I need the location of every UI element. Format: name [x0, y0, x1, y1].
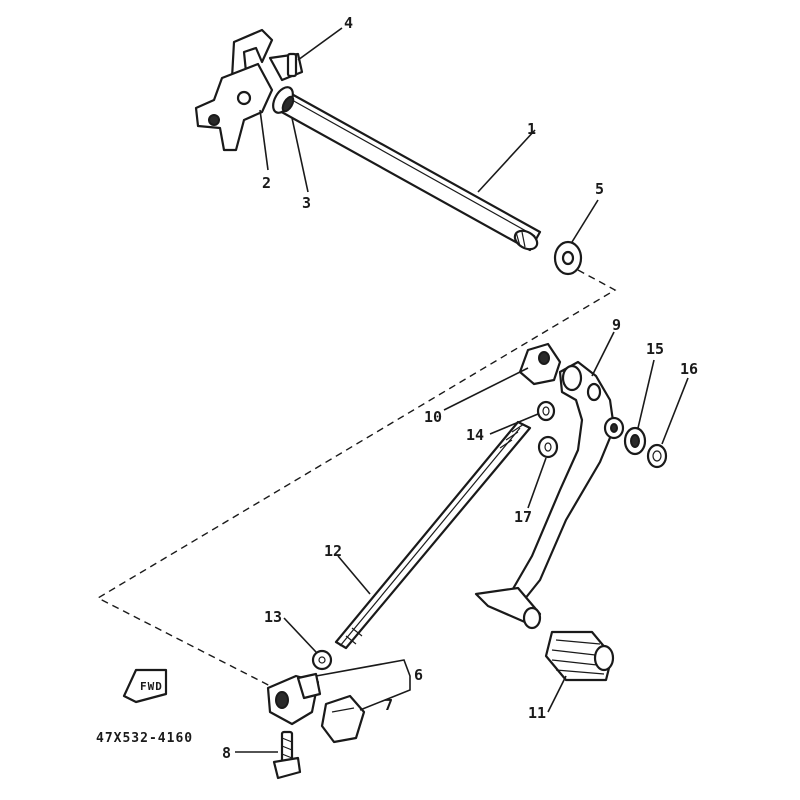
callout-2: 2	[262, 174, 271, 192]
shift-shaft[interactable]	[276, 90, 542, 253]
callout-16: 16	[680, 360, 698, 378]
callout-6: 6	[414, 666, 423, 684]
callout-11: 11	[528, 704, 546, 722]
callout-12: 12	[324, 542, 342, 560]
rod-joint-lower[interactable]	[266, 672, 322, 726]
shift-lever[interactable]	[474, 360, 625, 630]
circlip-16[interactable]	[646, 443, 668, 469]
shaft-pin[interactable]	[286, 52, 298, 78]
washer-15[interactable]	[623, 426, 647, 456]
callout-1: 1	[527, 120, 536, 138]
joint-bolt[interactable]	[272, 730, 302, 780]
callout-9: 9	[612, 316, 621, 334]
drawing-code: 47X532-4160	[96, 731, 193, 746]
assembly-dashed-line	[96, 269, 617, 693]
leader-lines	[235, 27, 689, 753]
callout-labels: 1 2 3 4 5 6 7 8 9 10 11 12 13 14 15 16 1…	[222, 14, 698, 762]
joint-cover[interactable]	[320, 694, 366, 744]
nut-lower[interactable]	[311, 649, 333, 671]
rod-joint-upper[interactable]	[518, 342, 562, 386]
callout-7: 7	[384, 696, 393, 714]
shift-rod[interactable]	[334, 420, 532, 650]
shaft-collar[interactable]	[269, 84, 297, 116]
pedal-rubber[interactable]	[544, 630, 615, 682]
callout-3: 3	[302, 194, 311, 212]
callout-5: 5	[595, 180, 604, 198]
callout-15: 15	[646, 340, 664, 358]
callout-13: 13	[264, 608, 282, 626]
callout-8: 8	[222, 744, 231, 762]
washer-17[interactable]	[537, 435, 559, 459]
callout-17: 17	[514, 508, 532, 526]
callout-4: 4	[344, 14, 353, 32]
nut-upper[interactable]	[536, 400, 556, 422]
callout-14: 14	[466, 426, 484, 444]
fwd-label: FWD	[140, 680, 163, 693]
callout-10: 10	[424, 408, 442, 426]
fwd-direction-badge: FWD	[122, 668, 168, 704]
oil-seal[interactable]	[553, 240, 583, 276]
